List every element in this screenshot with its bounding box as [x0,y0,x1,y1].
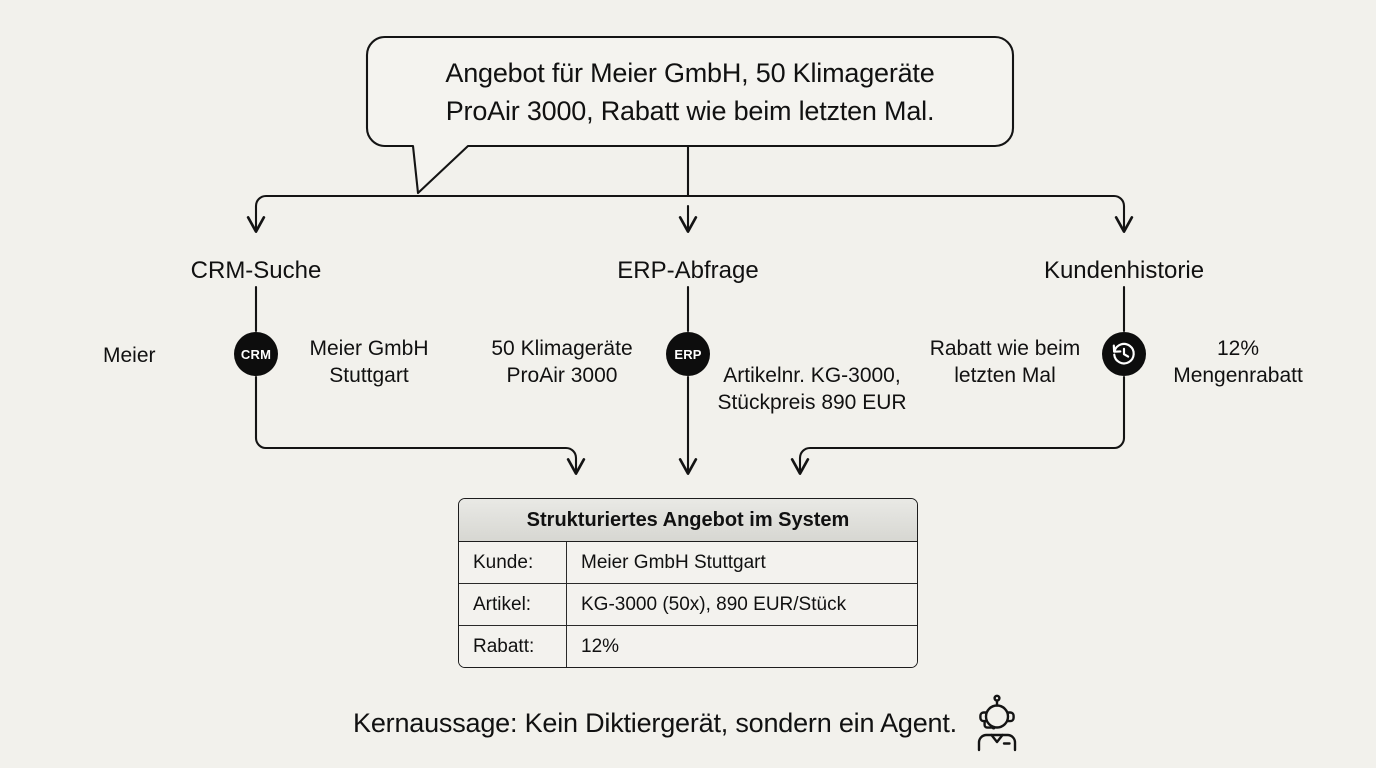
erp-badge-label: ERP [674,346,702,362]
speech-bubble-line-2: ProAir 3000, Rabatt wie beim letzten Mal… [445,95,935,126]
crm-node-badge[interactable]: CRM [234,332,278,376]
crm-output-annotation: Meier GmbH Stuttgart [309,335,428,389]
result-table-title: Strukturiertes Angebot im System [459,499,917,542]
history-clock-icon [1111,341,1137,367]
table-row-key: Artikel: [459,584,567,625]
branch-title-erp: ERP-Abfrage [617,257,759,284]
table-row-value: 12% [567,626,917,667]
erp-input-annotation: 50 Klimageräte ProAir 3000 [491,335,632,389]
branch-title-kundenhistorie: Kundenhistorie [1043,257,1205,284]
erp-output-annotation: Artikelnr. KG-3000, Stückpreis 890 EUR [717,362,906,416]
table-row-value: Meier GmbH Stuttgart [567,542,917,583]
kundenhistorie-node-badge[interactable] [1102,332,1146,376]
table-row: Artikel: KG-3000 (50x), 890 EUR/Stück [459,584,917,626]
history-input-line-1: Rabatt wie beim [929,337,1081,360]
table-row: Kunde: Meier GmbH Stuttgart [459,542,917,584]
branch-title-crm: CRM-Suche [190,257,322,284]
crm-input-annotation: Meier [103,342,156,369]
erp-input-line-2: ProAir 3000 [506,364,618,387]
crm-badge-label: CRM [240,346,272,362]
kundenhistorie-input-annotation: Rabatt wie beim letzten Mal [930,335,1081,389]
history-output-line-2: Mengenrabatt [1173,364,1303,387]
history-input-line-2: letzten Mal [954,364,1056,387]
erp-output-line-2: Stückpreis 890 EUR [717,391,907,414]
history-output-line-1: 12% [1216,337,1260,360]
footer-caption-text: Kernaussage: Kein Diktiergerät, sondern … [353,708,957,738]
footer-caption: Kernaussage: Kein Diktiergerät, sondern … [0,694,1376,752]
crm-output-line-2: Stuttgart [329,364,409,387]
crm-input-label: Meier [103,344,156,367]
erp-input-line-1: 50 Klimageräte [491,337,633,360]
speech-bubble-text: Angebot für Meier GmbH, 50 Klimageräte P… [367,37,1013,146]
kundenhistorie-output-annotation: 12% Mengenrabatt [1173,335,1303,389]
erp-node-badge[interactable]: ERP [666,332,710,376]
support-agent-robot-icon [971,694,1023,752]
table-row-value: KG-3000 (50x), 890 EUR/Stück [567,584,917,625]
table-row: Rabatt: 12% [459,626,917,667]
speech-bubble-line-1: Angebot für Meier GmbH, 50 Klimageräte [445,57,935,88]
table-row-key: Rabatt: [459,626,567,667]
erp-output-line-1: Artikelnr. KG-3000, [723,364,901,387]
crm-output-line-1: Meier GmbH [309,337,429,360]
table-row-key: Kunde: [459,542,567,583]
result-table: Strukturiertes Angebot im System Kunde: … [458,498,918,668]
